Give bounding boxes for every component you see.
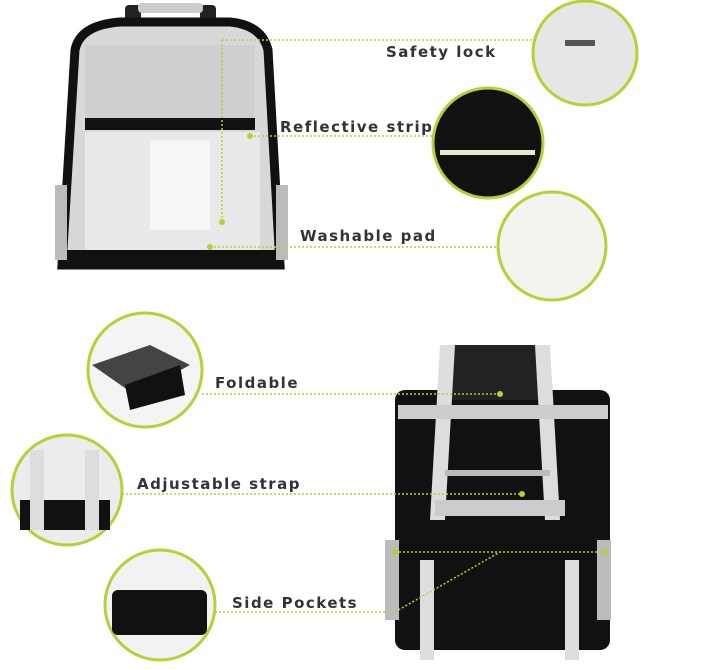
front-backpack-image (55, 3, 288, 270)
back-backpack-image (385, 345, 611, 660)
label-safety-lock: Safety lock (386, 43, 497, 61)
label-adjustable-strap: Adjustable strap (137, 475, 302, 493)
safety-lock-detail-image (531, 0, 639, 107)
label-reflective-strip: Reflective strip (280, 118, 434, 136)
label-washable-pad: Washable pad (300, 227, 437, 245)
label-foldable: Foldable (215, 374, 299, 392)
washable-pad-detail-image (496, 190, 608, 302)
reflective-strip-detail-image (431, 86, 545, 200)
label-side-pockets: Side Pockets (232, 594, 359, 612)
